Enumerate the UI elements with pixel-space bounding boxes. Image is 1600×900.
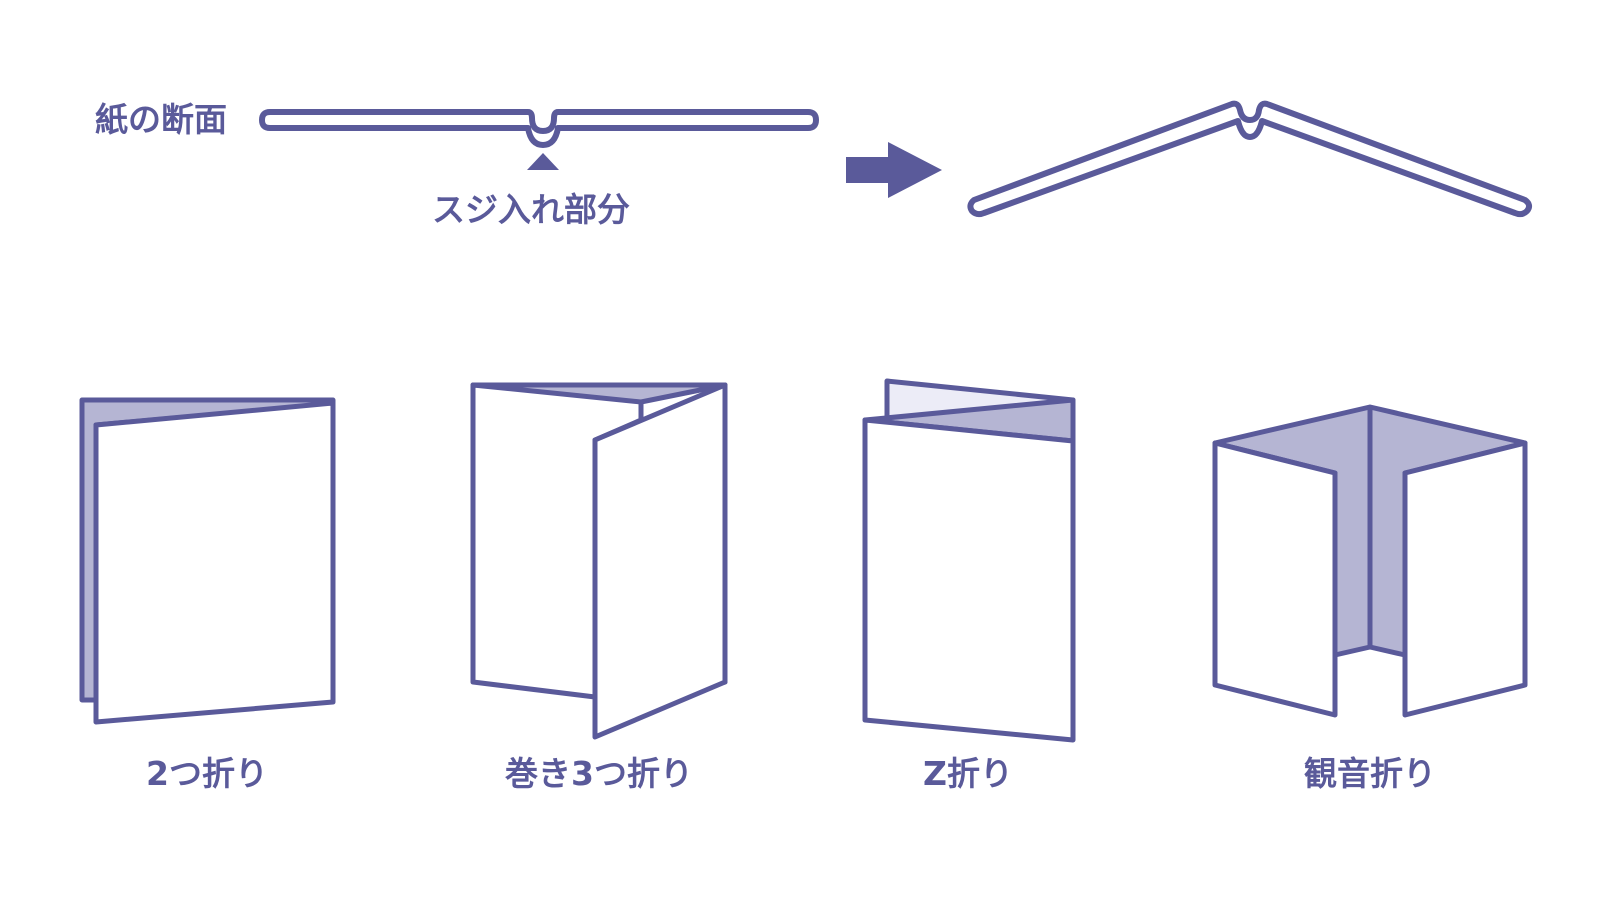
- fold-roll-label: 巻き3つ折り: [505, 754, 693, 793]
- fold-roll-front-flap: [592, 382, 728, 740]
- fold-gate-illustration: [1212, 404, 1528, 718]
- flat-paper-outline: [259, 109, 819, 148]
- fold-z-illustration: [862, 378, 1076, 743]
- fold-gate-left-panel: [1212, 440, 1338, 718]
- folded-paper-outline: [967, 100, 1533, 218]
- fold-half-front-panel: [93, 400, 336, 725]
- fold-gate-label: 観音折り: [1304, 754, 1436, 793]
- fold-half-label: 2つ折り: [146, 754, 268, 793]
- right-arrow-icon: [846, 142, 942, 198]
- fold-gate-right-panel: [1402, 440, 1528, 718]
- crease-label: スジ入れ部分: [432, 190, 630, 229]
- fold-z-front-panel: [862, 417, 1076, 743]
- fold-half-illustration: [79, 397, 336, 725]
- fold-roll-illustration: [470, 382, 728, 740]
- folded-paper-section: [967, 100, 1533, 218]
- paper-section-label: 紙の断面: [95, 100, 227, 139]
- flat-paper-section: [259, 109, 819, 148]
- fold-z-label: Z折り: [923, 754, 1013, 793]
- crease-pointer-icon: [527, 153, 559, 170]
